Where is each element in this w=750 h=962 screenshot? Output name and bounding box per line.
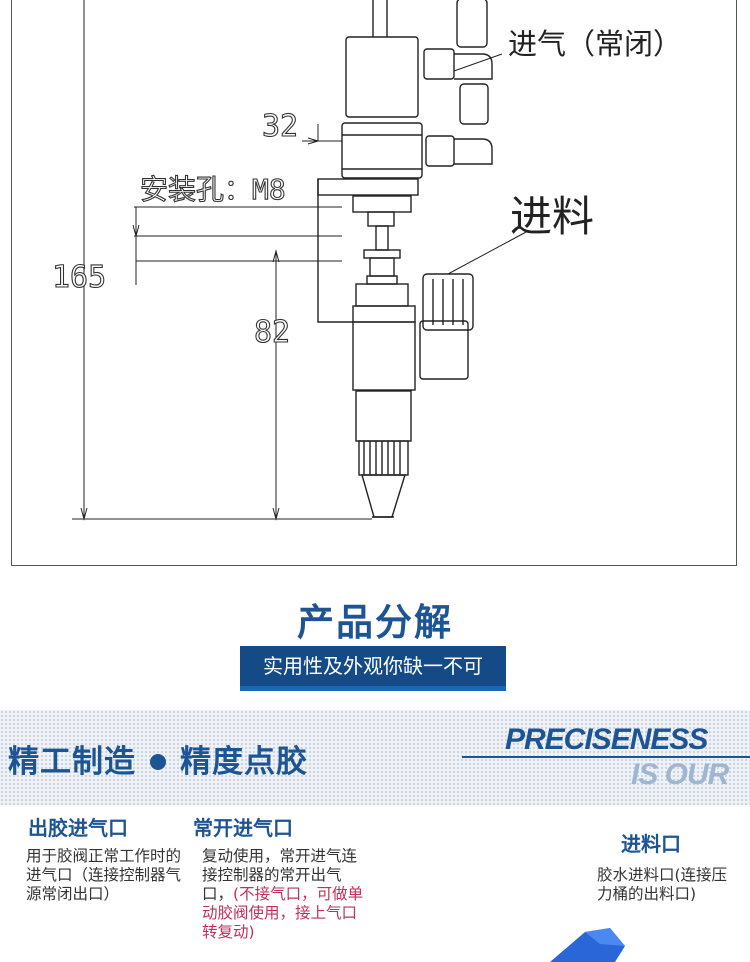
english-slogan-line1: PRECISENESS xyxy=(505,723,708,756)
part-desc-text: 复动使用，常开进气连接控制器的常开出气口， xyxy=(202,847,358,903)
part-desc-glue-air-inlet: 用于胶阀正常工作时的进气口（连接控制器气源常闭出口） xyxy=(26,847,182,903)
heading-right-text: 精度点胶 xyxy=(180,744,308,780)
part-desc-material-inlet: 胶水进料口(连接压力桶的出料口) xyxy=(597,866,728,903)
mount-hole-label: 安装孔：M8 xyxy=(140,173,286,206)
bullet-dot-icon xyxy=(150,753,166,770)
technical-drawing: 进气（常闭） 进料 安装孔：M8 32 165 82 xyxy=(11,0,737,566)
part-title-glue-air-inlet: 出胶进气口 xyxy=(28,816,128,840)
section-title: 产品分解 xyxy=(297,601,453,644)
dimension-82: 82 xyxy=(254,315,290,350)
heading-left-text: 精工制造 xyxy=(8,744,136,780)
part-desc-highlight: (不接气口，可做单动胶阀使用，接上气口转复动) xyxy=(202,885,364,941)
divider-line xyxy=(462,756,750,758)
english-slogan-line2: IS OUR xyxy=(631,758,729,791)
air-inlet-label: 进气（常闭） xyxy=(508,27,682,61)
valve-diagram: 进气（常闭） 进料 安装孔：M8 32 165 82 xyxy=(51,0,682,521)
part-title-material-inlet: 进料口 xyxy=(621,832,681,856)
feature-heading: 精工制造 精度点胶 xyxy=(8,736,308,781)
subtitle-banner: 实用性及外观你缺一不可 xyxy=(240,646,506,686)
dimension-165: 165 xyxy=(52,260,106,295)
dimension-32: 32 xyxy=(262,109,298,144)
material-inlet-label: 进料 xyxy=(510,192,594,241)
part-desc-no-air-inlet: 复动使用，常开进气连接控制器的常开出气口，(不接气口，可做单动胶阀使用，接上气口… xyxy=(202,847,367,942)
part-title-no-air-inlet: 常开进气口 xyxy=(193,816,293,840)
product-part-image xyxy=(550,928,625,962)
